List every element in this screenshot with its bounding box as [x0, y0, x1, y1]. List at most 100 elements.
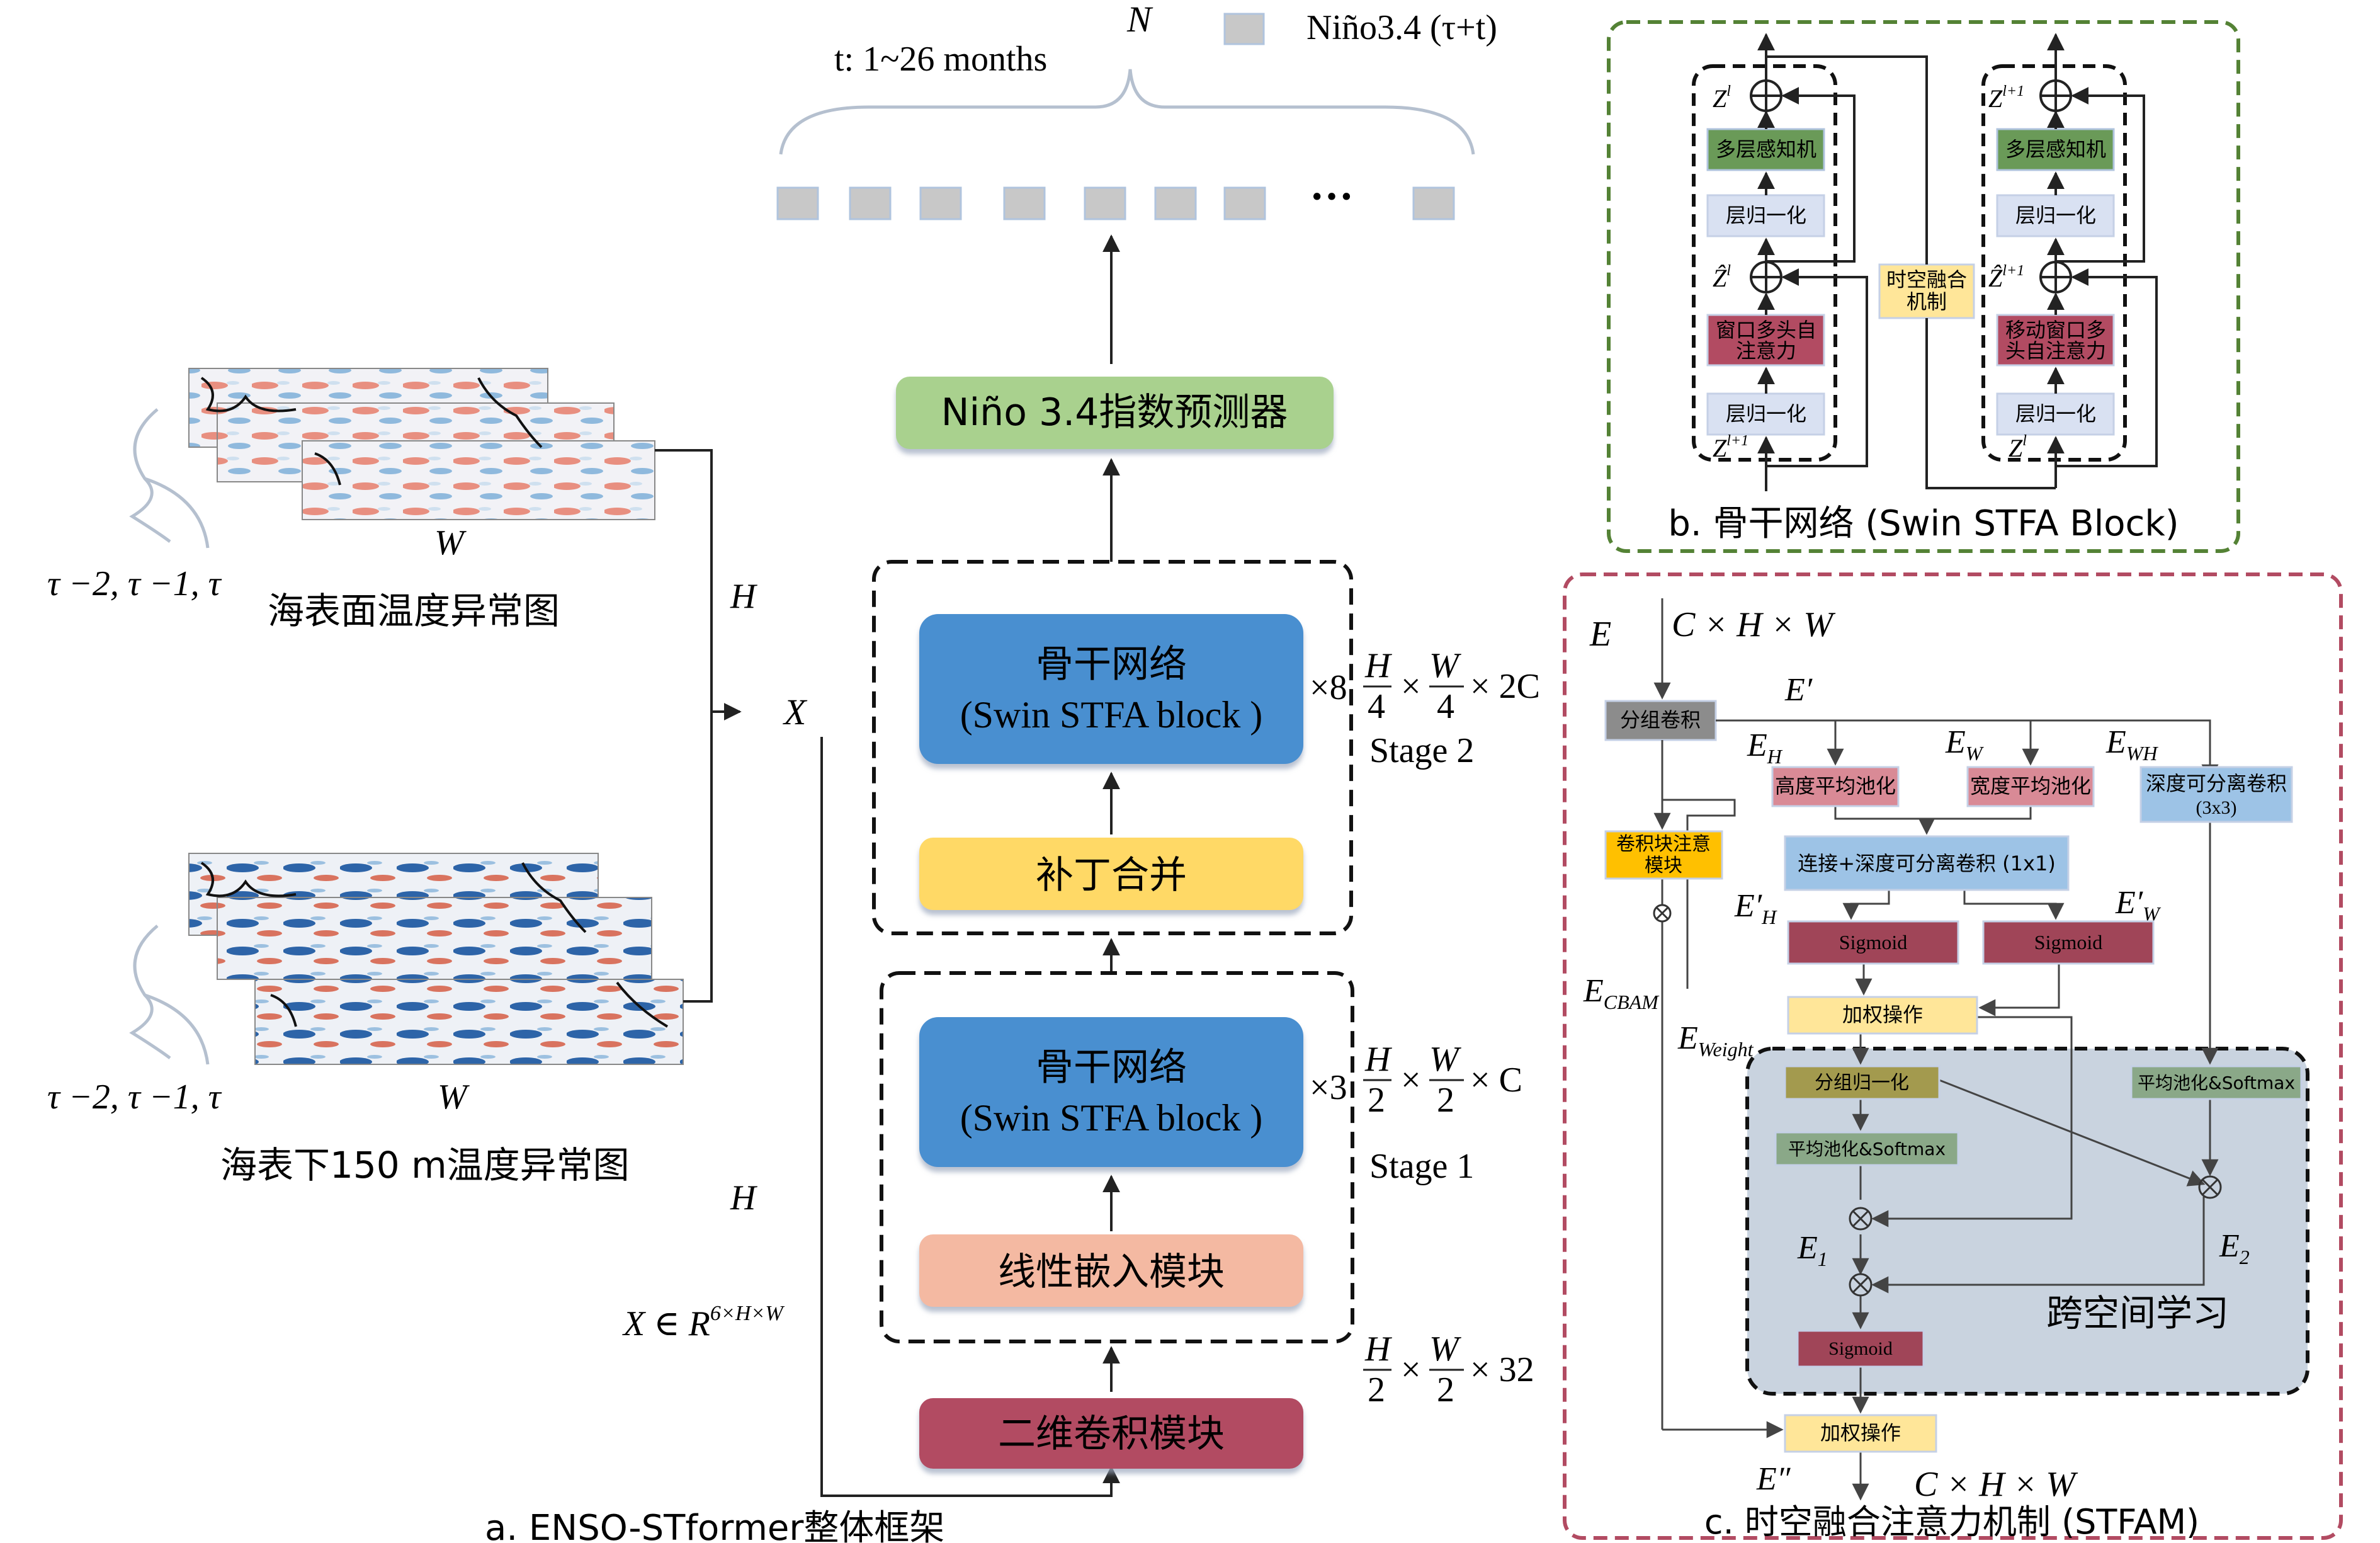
right-attn-line1: 移动窗口多	[2005, 318, 2106, 342]
right-add-mid-plus-icon	[2041, 262, 2071, 292]
fusion-line1: 时空融合	[1886, 268, 1967, 292]
multiply-3-x-icon	[1852, 1276, 1869, 1294]
n-label: N	[1126, 0, 1153, 40]
x-domain: X ∈ R6×H×W	[622, 1302, 785, 1343]
output-dims: C × H × W	[1914, 1465, 2078, 1504]
panel-b-right-frame	[1981, 64, 2127, 462]
e-weight: EWeight	[1677, 1020, 1754, 1061]
conv2d-label: 二维卷积模块	[998, 1412, 1225, 1456]
weight-op-top-box	[1787, 996, 1978, 1035]
e-w: EW	[1945, 724, 1985, 765]
width-pool-box	[1966, 766, 2095, 807]
right-add-top-plus-icon	[2041, 81, 2071, 111]
right-mlp-label: 多层感知机	[2005, 137, 2106, 161]
conv-w-den: 2	[1437, 1370, 1454, 1409]
conv2d-box	[919, 1398, 1303, 1469]
dw-conv-line2: (3x3)	[2196, 797, 2237, 818]
sst-coast	[200, 377, 543, 486]
stage1-h-den: 2	[1368, 1081, 1385, 1120]
conv-dim-tail: × 32	[1470, 1350, 1534, 1389]
sub150-time-brace	[129, 925, 210, 1065]
fusion-box	[1878, 263, 1975, 319]
conv-h-den: 2	[1368, 1370, 1385, 1409]
group-norm-box	[1784, 1065, 1941, 1100]
stage1-backbone-line2: (Swin STFA block )	[960, 1097, 1263, 1139]
stage2-backbone-box	[919, 614, 1303, 764]
top-brace	[779, 69, 1475, 155]
e-double-prime: E″	[1756, 1461, 1791, 1497]
seq-box	[1154, 186, 1197, 220]
fusion-bottom-link	[1925, 318, 2056, 489]
sub150-caption: 海表下150 m温度异常图	[220, 1144, 630, 1187]
legend-swatch	[1223, 13, 1265, 45]
sigmoid-right-label: Sigmoid	[2034, 931, 2102, 954]
stage2-times-1: ×	[1401, 667, 1421, 706]
linear-embed-label: 线性嵌入模块	[998, 1250, 1225, 1294]
left-mlp-box	[1706, 128, 1825, 171]
stage2-multiplier: ×8	[1310, 668, 1347, 707]
sub150-maps	[129, 853, 684, 1065]
left-norm-top-label: 层归一化	[1726, 203, 1806, 227]
months-label: t: 1~26 months	[834, 40, 1047, 79]
multiply-2-x-icon	[2201, 1178, 2219, 1196]
group-conv-label: 分组卷积	[1620, 708, 1701, 732]
seq-box	[1003, 186, 1046, 220]
left-norm-bottom-label: 层归一化	[1726, 402, 1806, 426]
pool-softmax-left-box	[1774, 1131, 1959, 1166]
e-h-prime: E′H	[1734, 888, 1777, 928]
stage2-w-den: 4	[1437, 687, 1454, 726]
stage2-label: Stage 2	[1369, 731, 1474, 770]
conv-w: W	[1429, 1329, 1461, 1369]
panel-b-left-frame	[1692, 64, 1837, 462]
stage2-dims: H 4 × W 4 × 2C	[1363, 646, 1540, 726]
cbam-line1: 卷积块注意	[1616, 833, 1711, 855]
right-norm-bottom-label: 层归一化	[2015, 402, 2096, 426]
patch-merge-label: 补丁合并	[1036, 853, 1187, 897]
sst-w-label: W	[434, 523, 467, 562]
sub150-connector	[683, 712, 713, 1003]
sst-maps	[129, 368, 655, 549]
right-mlp-box	[1996, 128, 2115, 171]
stage1-dims: H 2 × W 2 × C	[1363, 1040, 1522, 1120]
right-z-top: Zl+1	[1988, 83, 2024, 113]
sigmoid-bottom-box	[1796, 1329, 1925, 1368]
right-block-arrows	[2047, 33, 2158, 488]
sub150-w-label: W	[438, 1078, 470, 1117]
e2-label: E2	[2219, 1228, 2250, 1268]
stage1-label: Stage 1	[1369, 1147, 1474, 1186]
panel-c-lines	[1653, 719, 2219, 1501]
pool-softmax-right-label: 平均池化&Softmax	[2138, 1073, 2295, 1093]
group-norm-label: 分组归一化	[1815, 1072, 1909, 1094]
left-z-top: Zl	[1713, 83, 1731, 113]
stage1-h: H	[1364, 1040, 1392, 1079]
seq-box	[1412, 186, 1455, 220]
cross-space-label: 跨空间学习	[2046, 1292, 2229, 1335]
stage1-backbone-line1: 骨干网络	[1036, 1045, 1187, 1090]
dw-conv-box	[2139, 766, 2293, 823]
right-z-in: Zl	[2009, 433, 2027, 462]
left-mlp-label: 多层感知机	[1716, 137, 1816, 161]
e-h: EH	[1747, 727, 1783, 768]
sst-map-3	[302, 440, 655, 520]
panel-b-caption: b. 骨干网络 (Swin STFA Block)	[1668, 503, 2179, 544]
legend-label: Niño3.4 (τ+t)	[1306, 8, 1497, 47]
panel-b-frame	[1607, 20, 2240, 553]
left-add-mid-plus-icon	[1751, 262, 1781, 292]
predictor-box	[896, 377, 1334, 449]
stage1-multiplier: ×3	[1310, 1068, 1347, 1107]
multiply-2-icon	[2198, 1175, 2222, 1199]
stage1-times-1: ×	[1401, 1061, 1421, 1100]
linear-embed-box	[919, 1234, 1303, 1307]
multiply-1-icon	[1849, 1207, 1873, 1231]
conv-times-1: ×	[1401, 1350, 1421, 1389]
weight-op-bottom-box	[1784, 1414, 1937, 1453]
left-z-in: Zl+1	[1713, 433, 1748, 462]
multiply-1-x-icon	[1852, 1210, 1869, 1227]
predictor-label: Niño 3.4指数预测器	[941, 390, 1288, 435]
sigmoid-left-label: Sigmoid	[1839, 931, 1907, 954]
sst-connector	[655, 449, 742, 720]
pool-softmax-right-box	[2130, 1065, 2303, 1100]
left-z-hat: Ẑl	[1713, 263, 1731, 292]
stage1-dim-tail: × C	[1470, 1061, 1522, 1100]
